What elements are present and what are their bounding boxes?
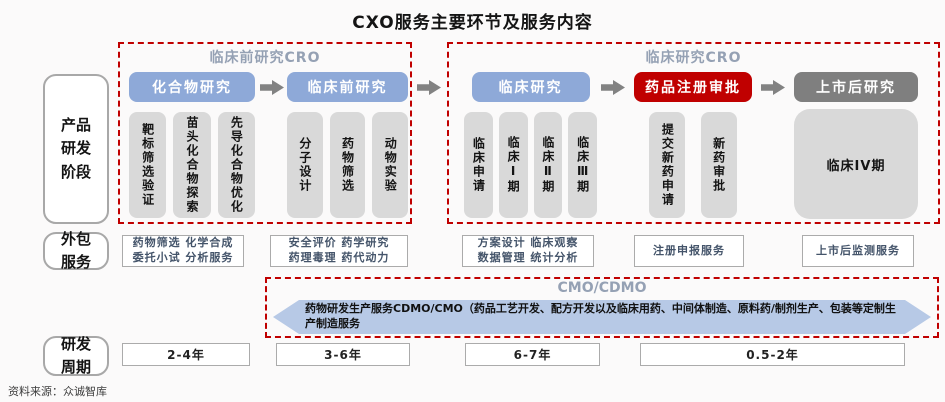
clinical-cro-panel: 临床研究CRO 临床研究 临床申请 临床Ⅰ期 临床Ⅱ期 临床Ⅲ期 药品注册审批 … — [447, 42, 940, 224]
row-label-cycle-text: 研发周期 — [60, 334, 91, 376]
compound-research-column: 化合物研究 靶标筛选验证 苗头化合物探索 先导化合物优化 — [129, 72, 255, 218]
substep-phase-2: 临床Ⅱ期 — [533, 112, 563, 218]
service-line: 方案设计 临床观察 — [477, 236, 579, 250]
substep-phase-4: 临床IV期 — [794, 109, 918, 219]
substep-nda-approval: 新药审批 — [700, 112, 737, 218]
preclinical-research-column: 临床前研究 分子设计 药物筛选 动物实验 — [287, 72, 409, 218]
arrow-right-icon — [761, 80, 785, 95]
preclinical-research-substeps: 分子设计 药物筛选 动物实验 — [287, 112, 409, 218]
source-note: 资料来源：众诚智库 — [8, 385, 107, 398]
service-box-registration: 注册申报服务 — [634, 235, 744, 267]
row-label-cycle: 研发周期 — [43, 335, 109, 376]
cmo-cdmo-label: CMO/CDMO — [557, 280, 647, 296]
service-box-compound: 药物筛选 化学合成 委托小试 分析服务 — [122, 235, 244, 267]
substep-hit-exploration: 苗头化合物探索 — [173, 112, 211, 218]
row-label-product-stage: 产品研发阶段 — [43, 74, 109, 224]
preclinical-cro-panel: 临床前研究CRO 化合物研究 靶标筛选验证 苗头化合物探索 先导化合物优化 临床… — [118, 42, 412, 224]
arrow-right-icon — [601, 80, 625, 95]
registration-header: 药品注册审批 — [634, 72, 752, 102]
service-line: 安全评价 药学研究 — [288, 236, 390, 250]
preclinical-cro-label: 临床前研究CRO — [209, 50, 321, 66]
service-line: 注册申报服务 — [653, 243, 725, 257]
clinical-research-substeps: 临床申请 临床Ⅰ期 临床Ⅱ期 临床Ⅲ期 — [464, 112, 597, 218]
arrow-right-icon — [417, 80, 441, 95]
clinical-research-column: 临床研究 临床申请 临床Ⅰ期 临床Ⅱ期 临床Ⅲ期 — [464, 72, 597, 218]
page-title: CXO服务主要环节及服务内容 — [352, 13, 593, 33]
row-label-outsourcing-text: 外包服务 — [60, 229, 91, 271]
cycle-box-compound: 2-4年 — [122, 343, 250, 366]
service-box-clinical: 方案设计 临床观察 数据管理 统计分析 — [462, 235, 594, 267]
substep-lead-optimization: 先导化合物优化 — [217, 112, 255, 218]
clinical-cro-label: 临床研究CRO — [645, 50, 742, 66]
post-market-header: 上市后研究 — [794, 72, 918, 102]
arrow-right-icon — [260, 80, 284, 95]
service-box-preclinical: 安全评价 药学研究 药理毒理 药代动力 — [270, 235, 408, 267]
substep-phase-3: 临床Ⅲ期 — [568, 112, 597, 218]
compound-research-substeps: 靶标筛选验证 苗头化合物探索 先导化合物优化 — [129, 112, 255, 218]
service-line: 数据管理 统计分析 — [477, 251, 579, 264]
cycle-box-registration-post: 0.5-2年 — [640, 343, 905, 366]
substep-phase-1: 临床Ⅰ期 — [498, 112, 528, 218]
service-line: 药物筛选 化学合成 — [132, 236, 234, 250]
cmo-double-arrow-banner: 药物研发生产服务CDMO/CMO（药品工艺开发、配方开发以及临床用药、中间体制造… — [273, 300, 931, 334]
service-line: 上市后监测服务 — [816, 243, 900, 257]
registration-column: 药品注册审批 提交新药申请 新药审批 — [634, 72, 752, 218]
cycle-box-preclinical: 3-6年 — [276, 343, 410, 366]
clinical-research-header: 临床研究 — [471, 72, 590, 102]
service-line: 药理毒理 药代动力 — [288, 251, 390, 264]
service-line: 委托小试 分析服务 — [132, 251, 234, 264]
substep-nda-submission: 提交新药申请 — [649, 112, 686, 218]
preclinical-research-header: 临床前研究 — [287, 72, 408, 102]
substep-clinical-application: 临床申请 — [464, 112, 493, 218]
substep-animal-testing: 动物实验 — [372, 112, 409, 218]
service-box-post-market: 上市后监测服务 — [802, 235, 914, 267]
compound-research-header: 化合物研究 — [129, 72, 255, 102]
cmo-cdmo-panel: CMO/CDMO 药物研发生产服务CDMO/CMO（药品工艺开发、配方开发以及临… — [265, 277, 939, 338]
substep-molecular-design: 分子设计 — [287, 112, 323, 218]
row-label-product-stage-text: 产品研发阶段 — [60, 116, 91, 181]
row-label-outsourcing: 外包服务 — [43, 230, 109, 271]
registration-substeps: 提交新药申请 新药审批 — [634, 112, 752, 218]
substep-target-screening: 靶标筛选验证 — [129, 112, 167, 218]
post-market-column: 上市后研究 临床IV期 — [794, 72, 918, 219]
cmo-banner-text: 药物研发生产服务CDMO/CMO（药品工艺开发、配方开发以及临床用药、中间体制造… — [305, 302, 896, 330]
cycle-box-clinical: 6-7年 — [465, 343, 600, 366]
substep-drug-screening: 药物筛选 — [329, 112, 366, 218]
